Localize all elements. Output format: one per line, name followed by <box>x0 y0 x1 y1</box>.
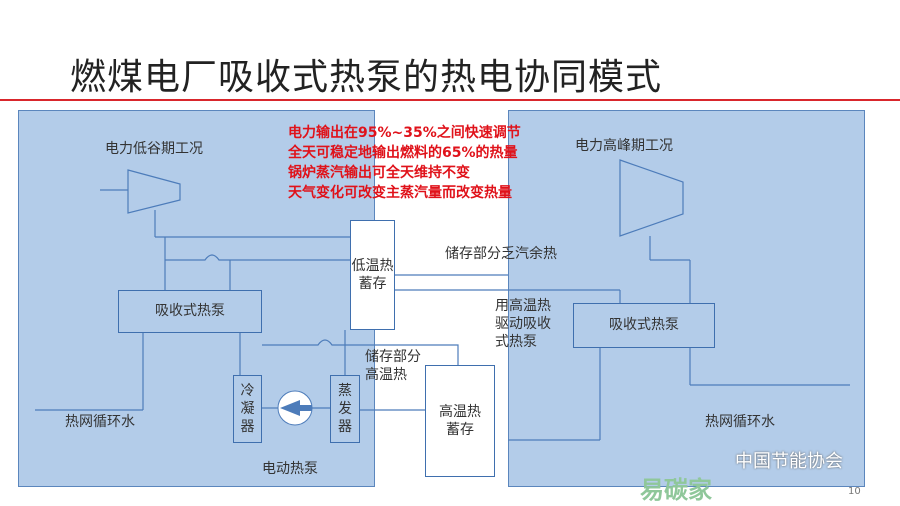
off-peak-panel <box>18 110 375 487</box>
note: 电力输出在95%~35%之间快速调节 <box>288 125 521 141</box>
page-number: 10 <box>848 486 861 497</box>
evaporator: 蒸 发 器 <box>330 375 360 443</box>
slide-title: 燃煤电厂吸收式热泵的热电协同模式 <box>70 57 663 98</box>
note: 全天可稳定地输出燃料的65%的热量 <box>288 145 518 161</box>
note: 锅炉蒸汽输出可全天维持不变 <box>288 165 470 181</box>
drive-label: 用高温热 驱动吸收 式热泵 <box>495 298 551 351</box>
left-absorption-heat-pump: 吸收式热泵 <box>118 290 262 333</box>
right-turbine-icon <box>619 159 684 237</box>
store-exhaust-label: 储存部分乏汽余热 <box>445 246 557 262</box>
watermark-text: 中国节能协会 <box>735 451 843 472</box>
notes: 电力输出在95%~35%之间快速调节 全天可稳定地输出燃料的65%的热量 锅炉蒸… <box>288 123 521 203</box>
electric-heat-pump-label: 电动热泵 <box>262 461 318 477</box>
note: 天气变化可改变主蒸汽量而改变热量 <box>288 185 512 201</box>
left-heat-network-label: 热网循环水 <box>65 414 135 430</box>
title-divider <box>0 99 900 101</box>
right-heat-network-label: 热网循环水 <box>705 414 775 430</box>
store-high-label: 储存部分 高温热 <box>365 349 421 384</box>
high-temp-storage: 高温热 蓄存 <box>425 365 495 477</box>
condenser: 冷 凝 器 <box>233 375 262 443</box>
peak-panel <box>508 110 865 487</box>
left-turbine-icon <box>127 169 181 214</box>
peak-label: 电力高峰期工况 <box>575 138 673 154</box>
right-absorption-heat-pump: 吸收式热泵 <box>573 303 715 348</box>
off-peak-label: 电力低谷期工况 <box>105 141 203 157</box>
watermark-logo: 易碳家 <box>640 476 712 504</box>
low-temp-storage: 低温热 蓄存 <box>350 220 395 330</box>
